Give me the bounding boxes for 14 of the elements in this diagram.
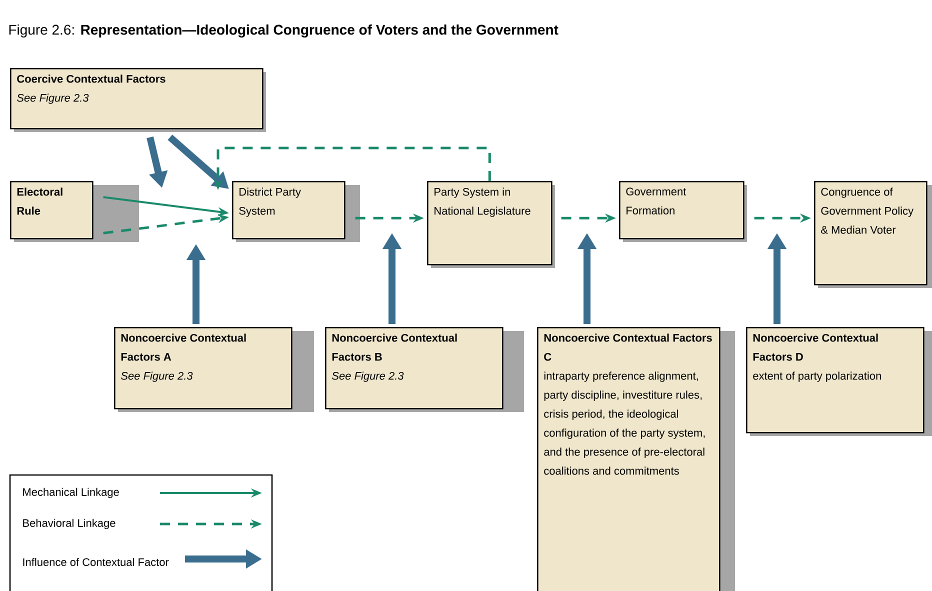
- text-box: Government Formation: [619, 181, 747, 242]
- text-box: Congruence of Government Policy & Median Voter: [814, 181, 932, 288]
- legend-label: Mechanical Linkage: [23, 488, 119, 498]
- figure-title: Figure 2.6: Representation—Ideological Congruence of Voters and the Government: [9, 24, 558, 38]
- text-box: Electoral Rule: [10, 181, 139, 242]
- text-box: Noncoercive Contextual Factors B See Figure 2.3: [325, 327, 524, 412]
- legend-label: Influence of Contextual Factor: [23, 558, 169, 566]
- text-box: Party System in National Legislature: [427, 181, 555, 268]
- text-box: Noncoercive Contextual Factors D extent of party polarization: [746, 327, 932, 436]
- text-box: Noncoercive Contextual Factors C intraparty preference alignment, party discipline, investiture rules, crisis period, the ideological configuration of the party system, and the presence of pre-electoral coalitions and commitments: [537, 327, 735, 591]
- text-box: Coercive Contextual Factors See Figure 2.3: [10, 68, 266, 132]
- text-box: Noncoercive Contextual Factors A See Figure 2.3: [114, 327, 314, 412]
- text-box: District Party System: [232, 181, 360, 242]
- legend-label: Behavioral Linkage: [23, 518, 116, 530]
